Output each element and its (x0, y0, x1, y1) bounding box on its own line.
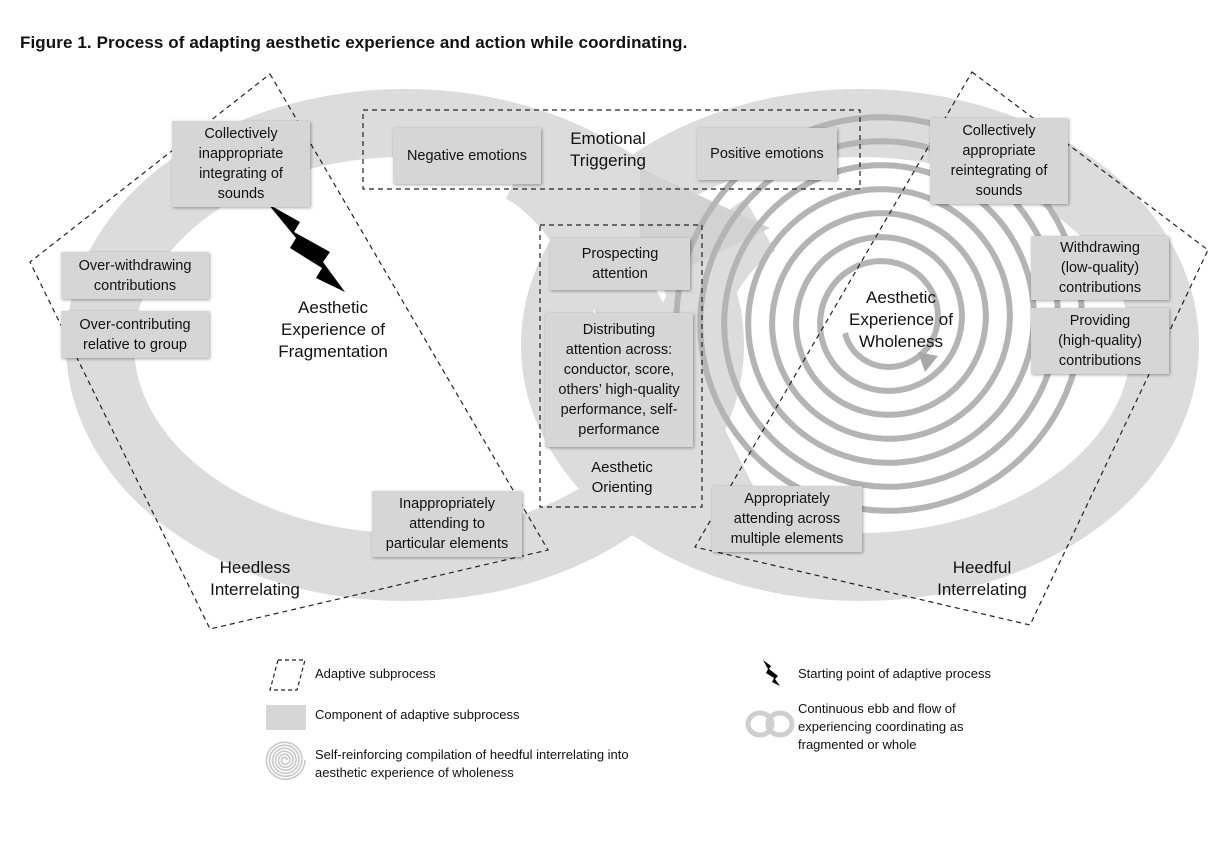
legend-component: Component of adaptive subprocess (315, 707, 520, 722)
spiral-icon (673, 114, 1085, 514)
legend-adaptive-subprocess: Adaptive subprocess (315, 666, 436, 681)
component-distributing-attention: Distributing attention across: conductor… (545, 313, 693, 447)
frame-aesthetic-orienting (539, 224, 703, 508)
component-over-withdrawing: Over-withdrawing contributions (61, 252, 209, 299)
subprocess-frames (29, 71, 1209, 630)
legend-lightning-icon (763, 660, 780, 686)
label-fragmentation: Aesthetic Experience of Fragmentation (278, 298, 388, 361)
legend-ebb-flow: Continuous ebb and flow of experiencing … (798, 701, 964, 752)
label-heedful-interrelating: Heedful Interrelating (937, 558, 1027, 599)
frame-heedless-interrelating (29, 73, 549, 630)
infinity-loop-icon (745, 710, 795, 738)
figure-title: Figure 1. Process of adapting aesthetic … (20, 33, 688, 52)
spiral-arrow-head (918, 352, 938, 372)
component-prospecting-attention: Prospecting attention (550, 238, 690, 290)
component-collectively-inappropriate: Collectively inappropriate integrating o… (172, 121, 310, 207)
component-withdrawing: Withdrawing (low-quality) contributions (1031, 236, 1169, 300)
legend-self-reinforcing: Self-reinforcing compilation of heedful … (315, 747, 629, 780)
component-providing: Providing (high-quality) contributions (1031, 308, 1169, 374)
wholeness-spiral (673, 114, 1085, 514)
component-collectively-appropriate: Collectively appropriate reintegrating o… (930, 118, 1068, 204)
label-aesthetic-orienting: Aesthetic Orienting (591, 459, 653, 496)
label-emotional-triggering: Emotional Triggering (570, 129, 646, 170)
loop-crossing-band-down (504, 141, 764, 536)
dashed-parallelogram-icon (269, 659, 306, 691)
lightning-bolt-icon (268, 204, 345, 292)
component-appropriately-attending: Appropriately attending across multiple … (712, 486, 862, 552)
component-negative-emotions: Negative emotions (393, 128, 541, 184)
label-wholeness: Aesthetic Experience of Wholeness (849, 288, 953, 351)
component-inappropriately-attending: Inappropriately attending to particular … (372, 491, 522, 557)
legend-spiral-icon (265, 741, 306, 781)
legend-icons (265, 659, 795, 781)
component-over-contributing: Over-contributing relative to group (61, 311, 209, 358)
frame-heedful-interrelating (694, 71, 1209, 626)
gray-rectangle-icon (266, 705, 306, 730)
legend-starting-point: Starting point of adaptive process (798, 666, 991, 681)
component-positive-emotions: Positive emotions (697, 128, 837, 180)
label-heedless-interrelating: Heedless Interrelating (210, 558, 300, 599)
